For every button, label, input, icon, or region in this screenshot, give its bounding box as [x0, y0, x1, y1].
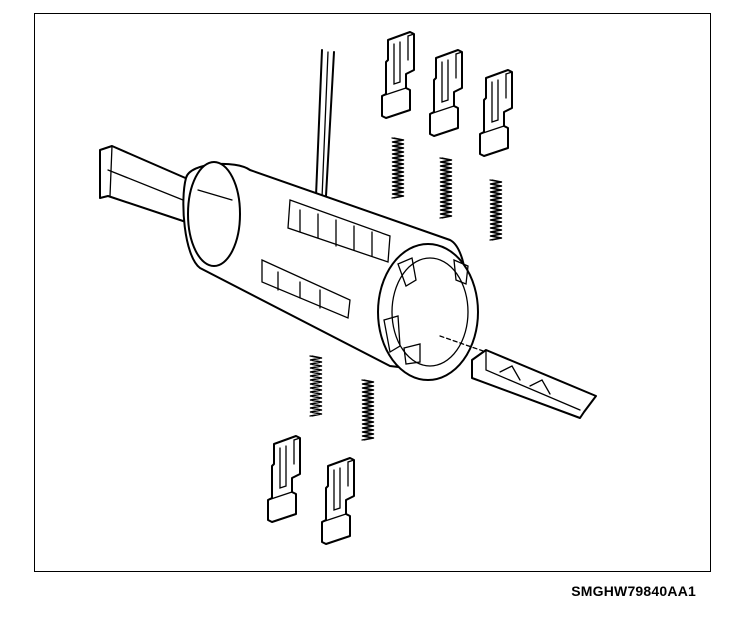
spring-upper-2 [439, 157, 453, 219]
lock-cylinder [99, 145, 487, 381]
spring-upper-1 [391, 137, 405, 199]
tumbler-upper-1 [381, 31, 415, 119]
tumbler-lower-2 [321, 457, 355, 545]
spring-lower-1 [309, 355, 323, 417]
tumbler-upper-2 [429, 49, 463, 137]
spring-upper-3 [489, 179, 503, 241]
tumbler-lower-1 [267, 435, 301, 523]
sidebar [471, 349, 597, 419]
spring-lower-2 [361, 379, 375, 441]
screwdriver [315, 49, 335, 211]
figure-reference-code: SMGHW79840AA1 [571, 583, 696, 599]
tumbler-upper-3 [479, 69, 513, 157]
